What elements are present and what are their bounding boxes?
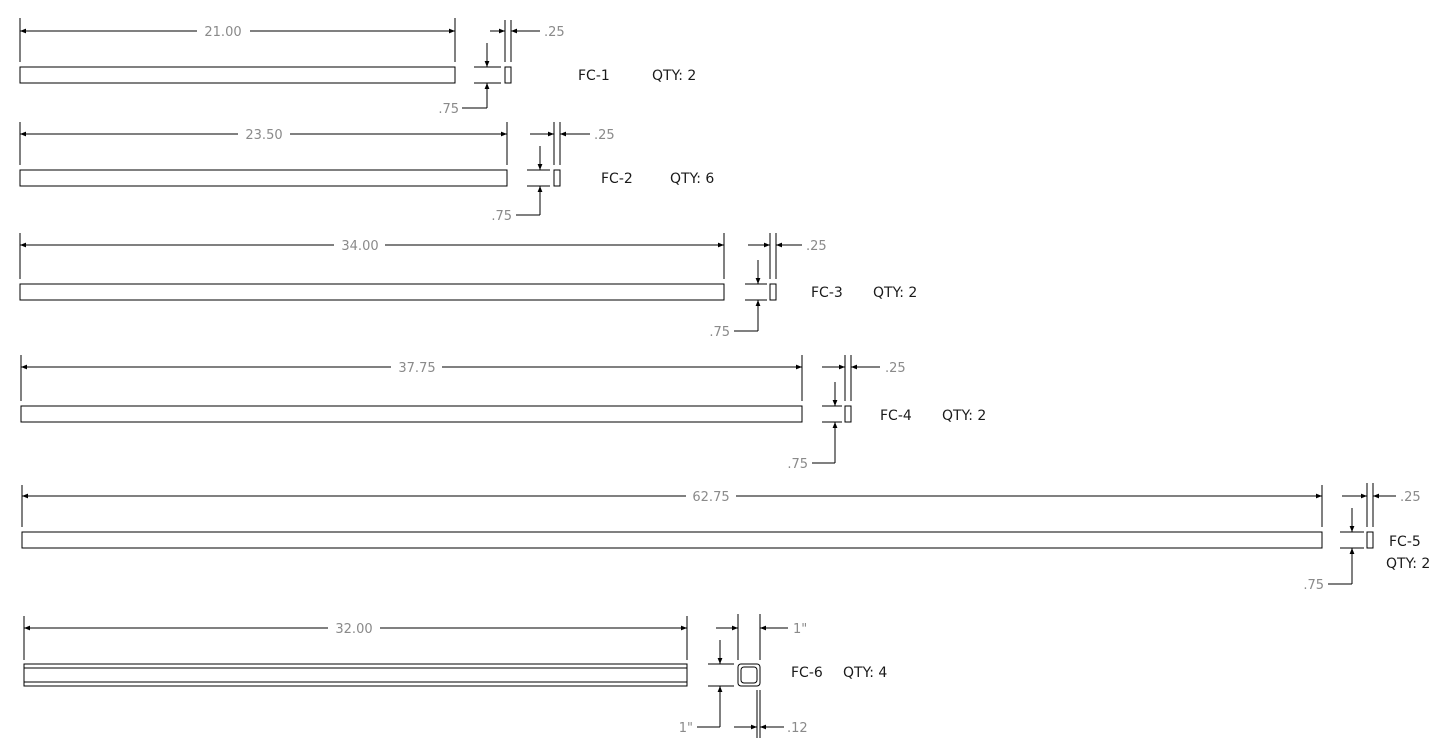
- qty-label: QTY: 2: [1386, 556, 1430, 572]
- width-dimension: .75: [787, 382, 842, 472]
- length-value: 32.00: [335, 622, 372, 637]
- part-fc-3: 34.00 .25 .75 FC-3 QTY: 2: [19, 233, 917, 340]
- length-dimension: 23.50: [19, 122, 508, 165]
- length-dimension: 21.00: [19, 18, 456, 62]
- length-value: 21.00: [204, 25, 241, 40]
- qty-label: QTY: 4: [843, 665, 887, 681]
- width-value: .75: [709, 325, 730, 340]
- thickness-value: .25: [594, 128, 615, 143]
- thickness-value: .25: [1400, 490, 1421, 505]
- thickness-value: .25: [806, 239, 827, 254]
- part-label: FC-3: [811, 285, 843, 301]
- length-value: 37.75: [398, 361, 435, 376]
- part-fc-1: 21.00 .25 .75 FC-1 QTY: 2: [19, 18, 696, 117]
- wall-thickness-dimension: .12: [734, 690, 808, 738]
- part-fc-4: 37.75 .25 .75 FC-4 QTY: 2: [20, 355, 986, 472]
- thickness-dimension: .25: [1342, 483, 1421, 527]
- length-dimension: 32.00: [23, 616, 688, 660]
- bar-section-view: [844, 405, 852, 423]
- qty-label: QTY: 2: [942, 408, 986, 424]
- tube-height-dimension: 1": [679, 640, 734, 736]
- part-fc-6: 32.00 1" 1": [23, 614, 887, 738]
- length-dimension: 62.75: [21, 485, 1323, 527]
- thickness-dimension: .25: [822, 355, 906, 401]
- tube-width-dimension: 1": [716, 614, 807, 660]
- tube-section-view: [737, 663, 761, 687]
- thickness-value: .25: [544, 25, 565, 40]
- bar-section-view: [1366, 531, 1374, 549]
- tube-side-view: [23, 663, 688, 687]
- part-label: FC-1: [578, 68, 610, 84]
- length-value: 34.00: [341, 239, 378, 254]
- bar-section-view: [769, 283, 777, 301]
- width-value: .75: [491, 209, 512, 224]
- bar-side-view: [20, 405, 803, 423]
- bar-section-view: [504, 66, 512, 84]
- bar-side-view: [19, 66, 456, 84]
- width-dimension: .75: [438, 43, 501, 117]
- part-label: FC-2: [601, 171, 633, 187]
- length-dimension: 34.00: [19, 233, 725, 279]
- tube-width-value: 1": [793, 622, 807, 637]
- bar-side-view: [21, 531, 1323, 549]
- thickness-dimension: .25: [490, 20, 565, 62]
- length-value: 23.50: [245, 128, 282, 143]
- part-label: FC-6: [791, 665, 823, 681]
- part-fc-2: 23.50 .25 .75 FC-2 QTY: 6: [19, 122, 714, 224]
- width-value: .75: [787, 457, 808, 472]
- part-label: FC-5: [1389, 534, 1421, 550]
- qty-label: QTY: 6: [670, 171, 714, 187]
- qty-label: QTY: 2: [873, 285, 917, 301]
- thickness-dimension: .25: [748, 233, 827, 279]
- qty-label: QTY: 2: [652, 68, 696, 84]
- width-value: .75: [438, 102, 459, 117]
- width-value: .75: [1303, 578, 1324, 593]
- part-label: FC-4: [880, 408, 912, 424]
- bar-section-view: [553, 169, 561, 187]
- thickness-dimension: .25: [530, 122, 615, 165]
- part-fc-5: 62.75 .25 .75 FC-5 QTY: 2: [21, 483, 1430, 593]
- width-dimension: .75: [1303, 508, 1364, 593]
- wall-value: .12: [787, 721, 808, 736]
- width-dimension: .75: [709, 260, 767, 340]
- width-dimension: .75: [491, 146, 550, 224]
- length-value: 62.75: [692, 490, 729, 505]
- tube-height-value: 1": [679, 721, 693, 736]
- bar-side-view: [19, 169, 508, 187]
- bar-side-view: [19, 283, 725, 301]
- length-dimension: 37.75: [20, 355, 803, 401]
- thickness-value: .25: [885, 361, 906, 376]
